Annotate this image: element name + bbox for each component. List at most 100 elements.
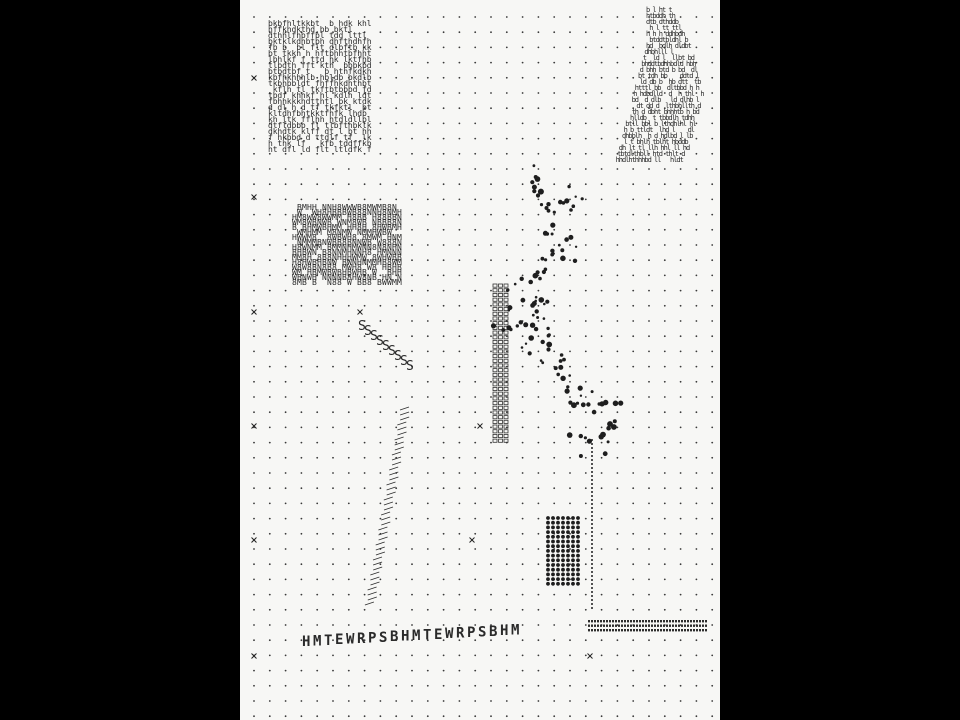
grid-dot [379,517,382,520]
grid-dot [316,31,319,34]
glyph-mark: M [367,203,372,212]
grid-dot [426,441,429,444]
scatter-point [507,308,511,312]
grid-dot [474,426,477,429]
grid-dot [521,411,524,414]
scatter-point [539,359,543,362]
grid-dot [537,684,540,687]
grid-dot [600,152,603,155]
grid-dot [648,46,650,49]
grid-dot [663,107,666,110]
grid-dot [379,107,382,110]
dense-dot [571,525,575,530]
glyph-mark: h [282,97,287,106]
grid-dot [332,411,334,414]
grid-dot [363,441,366,444]
grid-dot [600,228,603,231]
glyph-mark: W [307,273,312,282]
grid-dot [316,107,319,110]
grid-dot [379,380,382,383]
glyph-mark: h [654,144,658,152]
grid-dot [584,426,587,429]
grid-dot [663,380,666,383]
hatch-stroke [397,431,407,436]
grid-dot [553,472,556,474]
grid-dot [332,472,334,474]
glyph-mark: h [700,90,704,98]
grid-dot [569,335,571,338]
wave-glyph: S [382,339,390,354]
glyph-mark: H [397,223,402,232]
glyph-mark: H [377,258,382,267]
grid-dot [616,168,619,170]
grid-dot [695,76,698,79]
grid-dot [284,31,287,34]
box-cell [503,424,509,429]
grid-dot [411,608,413,611]
grid-dot [600,335,603,338]
glyph-mark: h [296,91,301,100]
glyph-mark: b [353,61,358,70]
hatch-stroke [394,441,404,446]
glyph-mark: t [273,49,278,58]
scatter-point [600,431,606,438]
grid-dot [395,365,398,368]
glyph-mark: b [620,150,624,158]
grid-dot [268,396,271,398]
dense-dot [551,530,555,534]
hatch-stroke [372,561,383,566]
grid-dot [632,152,635,155]
grid-dot [505,654,508,657]
cross-mark [469,537,475,543]
grid-dot [379,289,382,292]
cross-mark [251,653,257,659]
glyph-mark: l [282,55,287,64]
grid-dot [600,76,603,79]
grid-dot [284,441,287,444]
grid-dot [648,548,650,550]
grid-dot [632,669,635,672]
grid-dot [474,168,477,170]
glyph-mark: t [652,114,656,122]
grid-dot [316,304,319,307]
grid-dot [679,684,682,687]
glyph-mark: t [277,139,282,148]
grid-dot [316,365,319,368]
glyph-mark: B [372,273,377,282]
grid-dot [284,168,287,170]
box-cell [498,405,503,410]
grid-dot [616,228,619,231]
glyph-mark: d [640,114,644,122]
hatch-stroke [372,556,383,561]
grid-dot [442,350,445,353]
strip-cell [612,620,614,623]
glyph-mark: d [662,42,666,50]
dense-dot [566,549,570,553]
scatter-point [536,270,539,274]
bottom-dot-strip [588,620,707,632]
grid-dot [363,335,366,338]
glyph-mark: M [307,238,312,247]
grid-dot [332,350,334,353]
grid-dot [663,517,666,520]
glyph-mark: b [672,66,676,74]
grid-dot [616,548,619,550]
grid-dot [426,654,429,657]
grid-dot [253,350,255,353]
glyph-mark: d [673,96,677,104]
grid-dot [379,441,382,444]
grid-dot [442,137,445,140]
glyph-mark: B [322,248,327,257]
strip-cell [648,624,650,627]
grid-dot [584,213,587,216]
grid-dot [347,244,350,246]
strip-cell [687,620,689,623]
strip-cell [633,624,635,627]
grid-dot [474,396,477,398]
grid-dot [521,259,524,262]
glyph-mark: l [624,138,628,146]
grid-dot [569,228,571,231]
grid-dot [426,411,429,414]
box-cell [492,311,498,316]
glyph-mark: t [353,79,358,88]
